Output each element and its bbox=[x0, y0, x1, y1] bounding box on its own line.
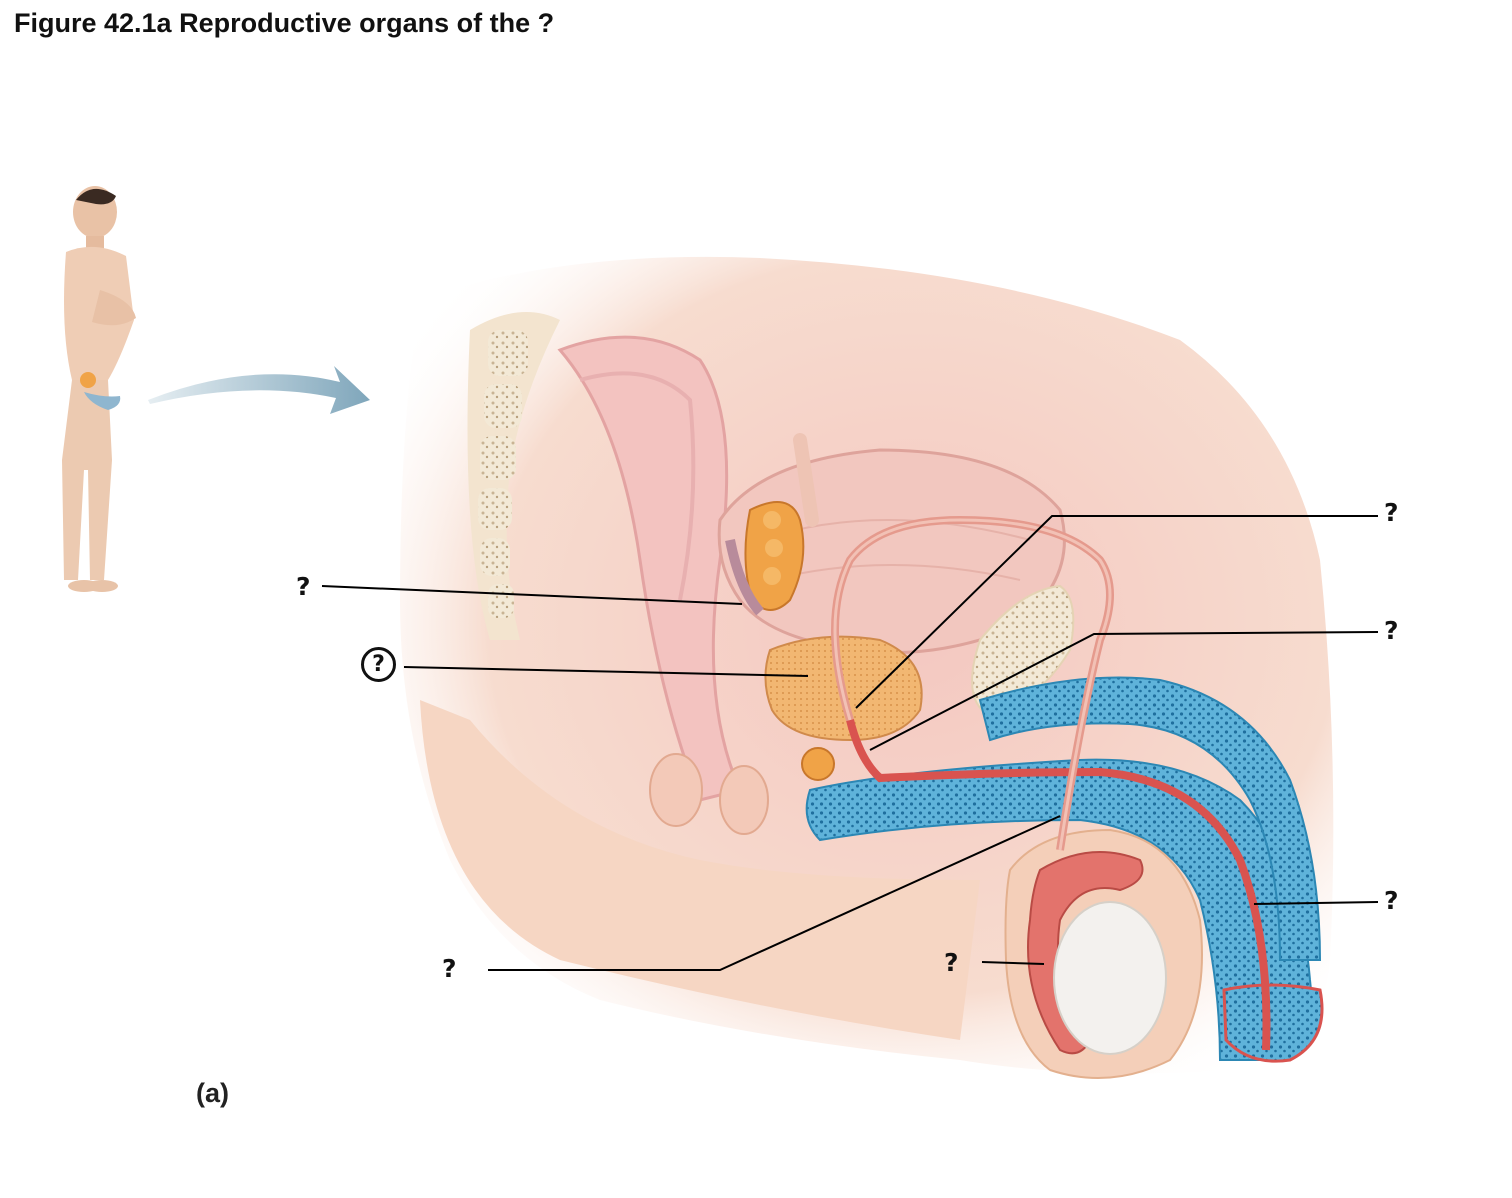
label-urethra: ? bbox=[1384, 886, 1399, 915]
label-ejaculatory-duct: ? bbox=[1384, 498, 1399, 527]
leader-lines bbox=[321, 515, 1379, 971]
label-epididymis: ? bbox=[944, 948, 959, 977]
pelvic-section bbox=[400, 256, 1334, 1079]
label-circled: ? bbox=[361, 647, 396, 682]
figure-title: Figure 42.1a Reproductive organs of the … bbox=[14, 8, 555, 38]
standing-figure bbox=[62, 186, 136, 592]
label-seminal-vesicle: ? bbox=[296, 572, 311, 601]
label-vas-deferens-mid: ? bbox=[1384, 616, 1399, 645]
pointer-arrow bbox=[148, 366, 370, 414]
panel-letter: (a) bbox=[196, 1078, 229, 1108]
label-vas-deferens-low: ? bbox=[442, 954, 457, 983]
